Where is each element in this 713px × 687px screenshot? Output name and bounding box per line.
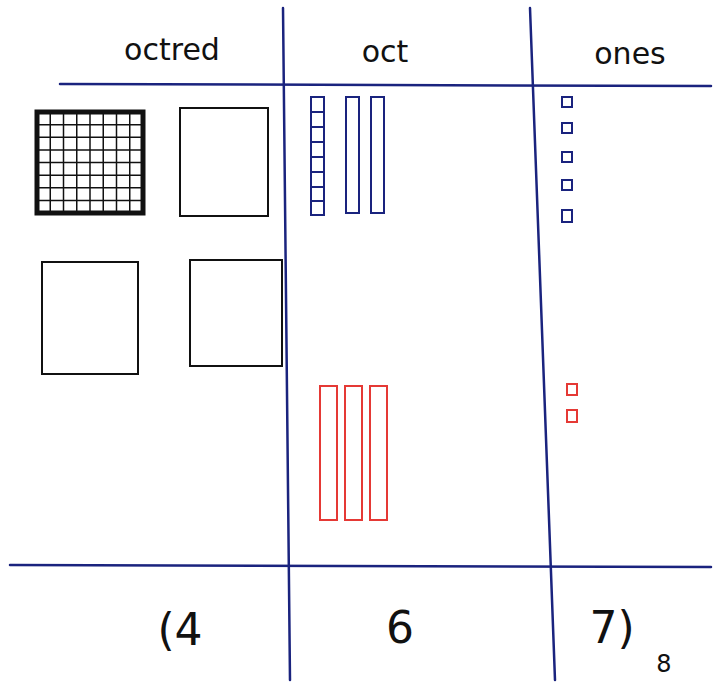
digit: (4: [157, 608, 202, 652]
column-heading: octred: [124, 35, 220, 65]
digit: 6: [386, 606, 414, 650]
column-heading: ones: [594, 39, 665, 69]
digit: 7): [589, 606, 634, 650]
base-subscript: 8: [656, 652, 671, 676]
column-heading: oct: [362, 37, 409, 67]
